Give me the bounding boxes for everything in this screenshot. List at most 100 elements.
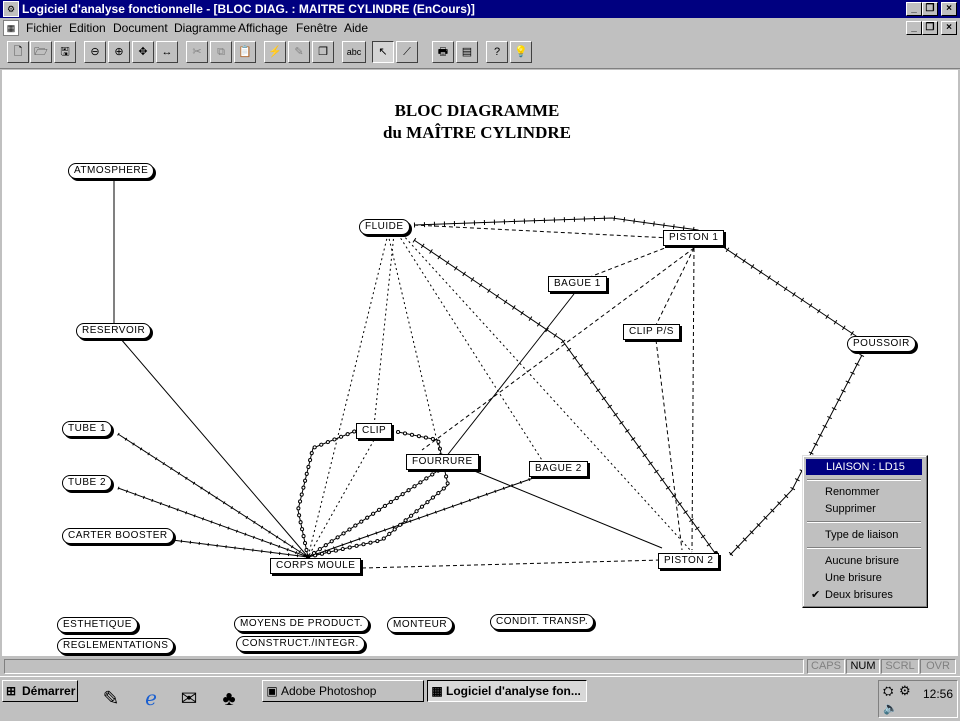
copy-block-icon[interactable]: ⧉ xyxy=(210,41,232,63)
node-fluide[interactable]: FLUIDE xyxy=(359,219,410,235)
link-fluide-corps[interactable] xyxy=(307,233,389,558)
text-icon[interactable]: abc xyxy=(342,41,366,63)
volume-icon[interactable]: 🔈 xyxy=(883,701,898,715)
tray-app-icon[interactable]: ⚙ xyxy=(899,683,911,698)
clock[interactable]: 12:56 xyxy=(923,687,954,701)
open-icon[interactable]: 🗁 xyxy=(30,41,52,63)
minimize-button[interactable]: _ xyxy=(906,2,922,16)
link-clip-corps-right[interactable] xyxy=(307,431,449,558)
zoom-out-icon[interactable]: ⊖ xyxy=(84,41,106,63)
cut-icon[interactable]: ✂ xyxy=(186,41,208,63)
menu-supprimer[interactable]: Supprimer xyxy=(825,503,876,515)
link-fluide-bague2[interactable] xyxy=(397,233,548,469)
quicklaunch-editor-icon[interactable]: ✎ xyxy=(102,688,120,710)
node-clip[interactable]: CLIP xyxy=(356,423,393,439)
menu-document[interactable]: Document xyxy=(113,21,168,35)
node-bague1[interactable]: BAGUE 1 xyxy=(548,276,607,292)
link-tube2-corps[interactable] xyxy=(117,487,309,558)
help-icon[interactable]: ? xyxy=(486,41,508,63)
node-corps-moule[interactable]: CORPS MOULE xyxy=(270,558,362,574)
app-icon[interactable]: ⚙ xyxy=(3,1,19,17)
link-clip-corps-dotted[interactable] xyxy=(307,439,375,558)
link-bague1-piston1[interactable] xyxy=(581,245,671,281)
menu-renommer[interactable]: Renommer xyxy=(825,486,880,498)
node-esthetique[interactable]: ESTHETIQUE xyxy=(57,617,138,633)
node-piston1[interactable]: PISTON 1 xyxy=(663,230,725,246)
doc-maximize-button[interactable]: ❐ xyxy=(922,21,938,35)
preview-icon[interactable]: ▤ xyxy=(456,41,478,63)
node-reglementations[interactable]: REGLEMENTATIONS xyxy=(57,638,175,654)
task-adobe-photoshop[interactable]: ▣Adobe Photoshop xyxy=(262,680,424,702)
menu-type-de-liaison[interactable]: Type de liaison xyxy=(825,529,899,541)
link-fluide-clip[interactable] xyxy=(373,233,395,427)
document-icon[interactable]: ▦ xyxy=(3,20,19,36)
link-corps-piston2[interactable] xyxy=(361,559,663,569)
link-piston1-clipps[interactable] xyxy=(655,247,695,326)
link-corps-bague2[interactable] xyxy=(307,474,543,558)
node-reservoir[interactable]: RESERVOIR xyxy=(76,323,152,339)
link-fluide-fourrure[interactable] xyxy=(387,233,443,463)
node-construct-integr[interactable]: CONSTRUCT./INTEGR. xyxy=(236,636,365,652)
node-bague2[interactable]: BAGUE 2 xyxy=(529,461,588,477)
outlook-icon[interactable]: ✉ xyxy=(180,688,198,710)
link-fluide-poussoir[interactable] xyxy=(413,217,863,341)
link-bague1-fourrure[interactable] xyxy=(441,293,575,463)
doc-minimize-button[interactable]: _ xyxy=(906,21,922,35)
menu-aucune-brisure[interactable]: Aucune brisure xyxy=(825,555,899,567)
new-doc-icon[interactable]: 🗋 xyxy=(7,41,29,63)
link-fluide-piston2[interactable] xyxy=(413,239,716,554)
lightning-icon[interactable]: ⚡ xyxy=(264,41,286,63)
link-piston1-piston2[interactable] xyxy=(691,247,695,551)
node-poussoir[interactable]: POUSSOIR xyxy=(847,336,916,352)
width-icon[interactable]: ↔ xyxy=(156,41,178,63)
pencil-icon[interactable]: ✎ xyxy=(288,41,310,63)
start-button[interactable]: ⊞Démarrer xyxy=(2,680,78,702)
menu-diagramme[interactable]: Diagramme xyxy=(174,21,237,35)
task-label: Adobe Photoshop xyxy=(281,684,377,698)
link-fourrure-piston2[interactable] xyxy=(471,469,663,549)
fit-icon[interactable]: ✥ xyxy=(132,41,154,63)
menu-une-brisure[interactable]: Une brisure xyxy=(825,572,882,584)
link-carter-corps[interactable] xyxy=(171,539,309,558)
quicklaunch-app-icon[interactable]: ♣ xyxy=(222,688,236,710)
node-fourrure[interactable]: FOURRURE xyxy=(406,454,479,470)
zoom-in-icon[interactable]: ⊕ xyxy=(108,41,130,63)
bulb-icon[interactable]: 💡 xyxy=(510,41,532,63)
link-reservoir-corps[interactable] xyxy=(119,337,309,558)
link-fluide-piston1[interactable] xyxy=(413,224,671,239)
link-clipps-piston2[interactable] xyxy=(655,339,683,551)
diagram-canvas[interactable]: BLOC DIAGRAMME du MAÎTRE CYLINDRE xyxy=(2,70,958,656)
link-piston1-fourrure[interactable] xyxy=(421,247,695,451)
internet-explorer-icon[interactable]: ℯ xyxy=(145,688,157,710)
task-logiciel-analyse[interactable]: ▦Logiciel d'analyse fon... xyxy=(427,680,587,702)
pointer-icon[interactable]: ↖ xyxy=(372,41,394,63)
window-title: Logiciel d'analyse fonctionnelle - [BLOC… xyxy=(22,2,475,16)
node-piston2[interactable]: PISTON 2 xyxy=(658,553,720,569)
network-icon[interactable]: ⛭ xyxy=(883,683,894,698)
print-icon[interactable]: 🖶 xyxy=(432,41,454,63)
node-clip-ps[interactable]: CLIP P/S xyxy=(623,324,680,340)
menu-aide[interactable]: Aide xyxy=(344,21,369,35)
paste-icon[interactable]: 📋 xyxy=(234,41,256,63)
menu-deux-brisures[interactable]: Deux brisures xyxy=(825,589,893,601)
node-monteur[interactable]: MONTEUR xyxy=(387,617,454,633)
save-icon[interactable]: 🖫 xyxy=(54,41,76,63)
duplicate-icon[interactable]: ❐ xyxy=(312,41,334,63)
link-fluide-piston2-dotted[interactable] xyxy=(401,233,693,553)
menu-edition[interactable]: Edition xyxy=(69,21,106,35)
node-tube1[interactable]: TUBE 1 xyxy=(62,421,113,437)
menu-fichier[interactable]: Fichier xyxy=(26,21,63,35)
diagram-title-line2: du MAÎTRE CYLINDRE xyxy=(383,123,571,142)
link-tool-icon[interactable]: ⟋ xyxy=(396,41,418,63)
node-moyens-de-product[interactable]: MOYENS DE PRODUCT. xyxy=(234,616,369,632)
doc-close-button[interactable]: × xyxy=(941,21,957,35)
node-tube2[interactable]: TUBE 2 xyxy=(62,475,113,491)
node-atmosphere[interactable]: ATMOSPHERE xyxy=(68,163,155,179)
node-carter-booster[interactable]: CARTER BOOSTER xyxy=(62,528,174,544)
link-clip-corps-left[interactable] xyxy=(297,429,359,558)
close-button[interactable]: × xyxy=(941,2,957,16)
menu-fenetre[interactable]: Fenêtre xyxy=(296,21,338,35)
node-condit-transp[interactable]: CONDIT. TRANSP. xyxy=(490,614,595,630)
maximize-button[interactable]: ❐ xyxy=(922,2,938,16)
menu-affichage[interactable]: Affichage xyxy=(238,21,288,35)
